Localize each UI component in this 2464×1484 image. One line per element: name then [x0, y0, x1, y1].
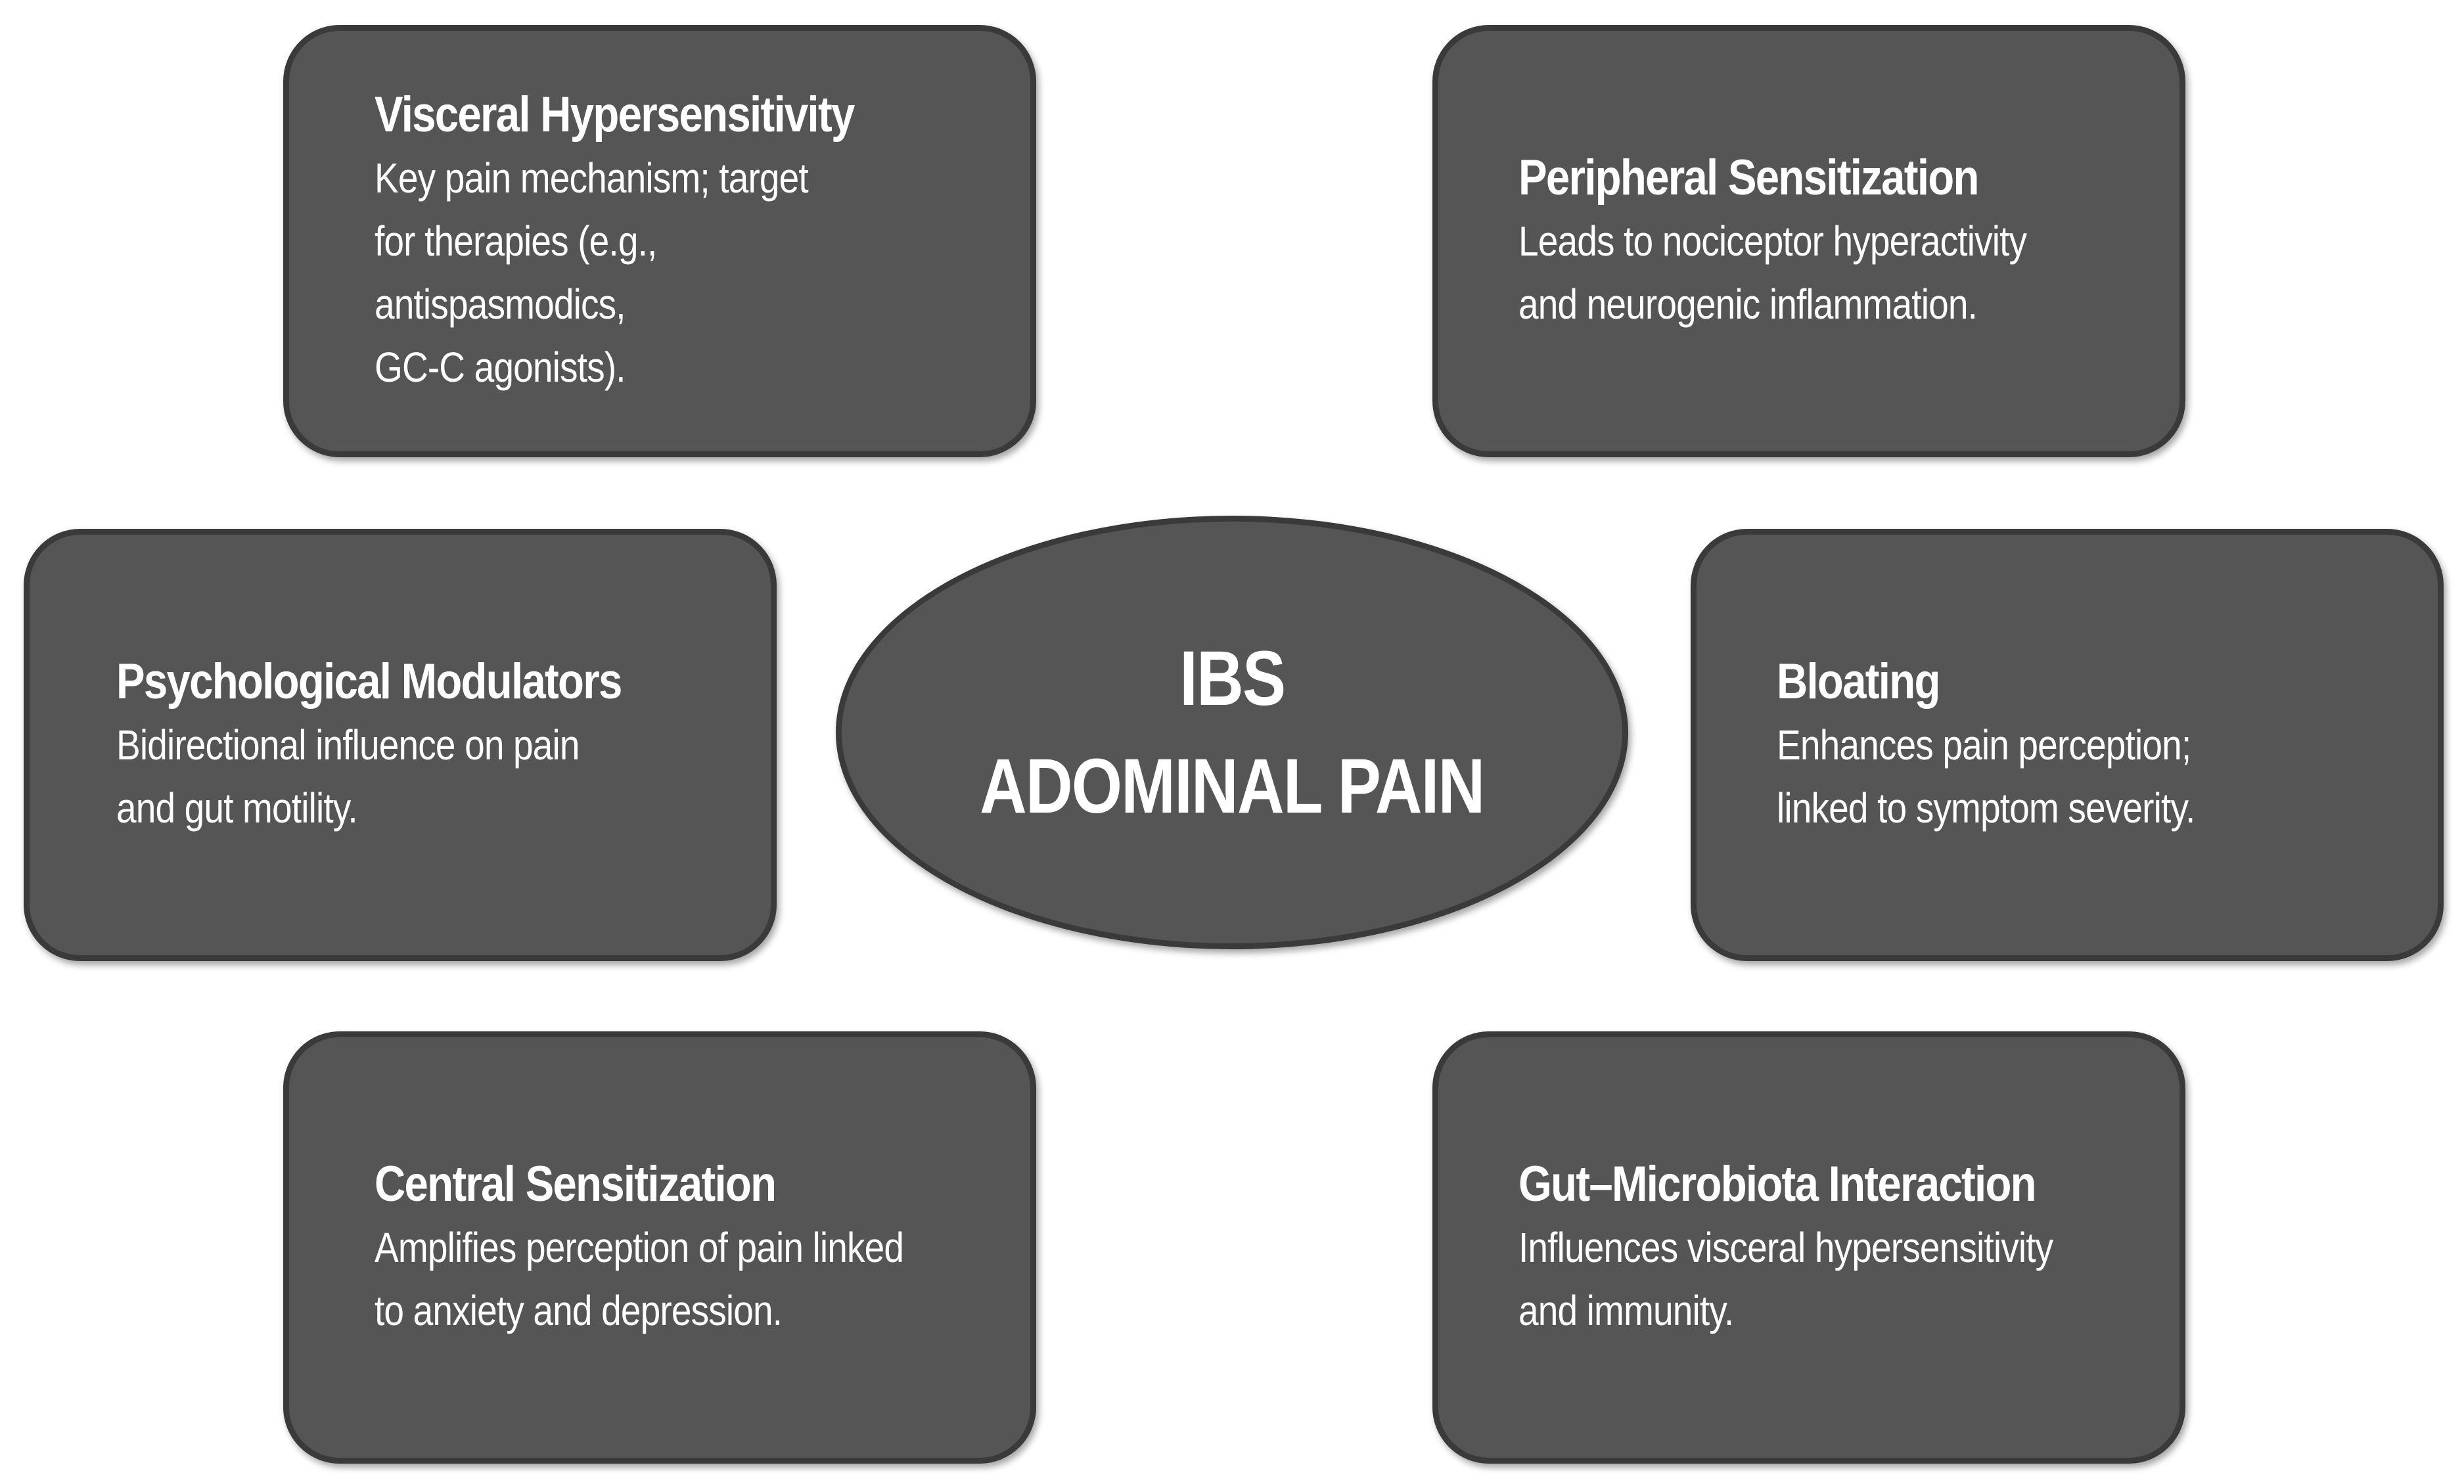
node-description: Amplifies perception of pain linked to a…: [375, 1224, 904, 1334]
node-title: Gut–Microbiota Interaction: [1518, 1156, 2037, 1212]
node-gut-microbiota-interaction: Gut–Microbiota Interaction Influences vi…: [1432, 1031, 2185, 1464]
node-description: Enhances pain perception; linked to symp…: [1777, 721, 2195, 832]
center-node-ibs-abdominal-pain: IBS ADOMINAL PAIN: [836, 516, 1628, 949]
node-visceral-hypersensitivity: Visceral Hypersensitivity Key pain mecha…: [283, 25, 1036, 457]
node-peripheral-sensitization: Peripheral Sensitization Leads to nocice…: [1432, 25, 2185, 457]
node-bloating: Bloating Enhances pain perception; linke…: [1691, 529, 2444, 961]
node-central-sensitization: Central Sensitization Amplifies percepti…: [283, 1031, 1036, 1464]
node-title: Bloating: [1777, 654, 1940, 709]
node-title: Psychological Modulators: [116, 654, 622, 709]
node-description: Key pain mechanism; target for therapies…: [375, 154, 809, 391]
center-title-line-1: IBS: [1179, 635, 1286, 722]
node-description: Bidirectional influence on pain and gut …: [116, 721, 580, 832]
node-title: Central Sensitization: [375, 1156, 777, 1212]
node-description: Leads to nociceptor hyperactivity and ne…: [1518, 217, 2027, 328]
node-description: Influences visceral hypersensitivity and…: [1518, 1224, 2053, 1334]
node-title: Peripheral Sensitization: [1518, 150, 1979, 206]
node-title: Visceral Hypersensitivity: [375, 87, 855, 143]
center-title-line-2: ADOMINAL PAIN: [980, 743, 1485, 830]
node-psychological-modulators: Psychological Modulators Bidirectional i…: [24, 529, 777, 961]
